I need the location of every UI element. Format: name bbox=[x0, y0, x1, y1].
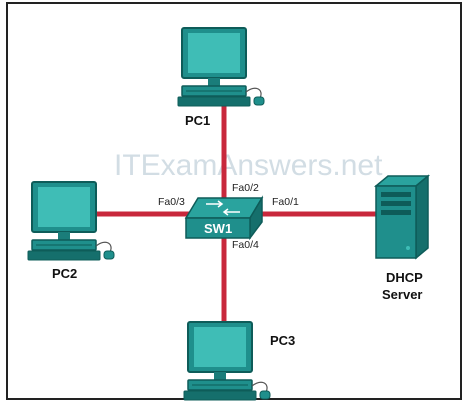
sw1-switch[interactable] bbox=[184, 195, 264, 241]
port-label-fa01: Fa0/1 bbox=[272, 196, 299, 208]
port-label-fa02: Fa0/2 bbox=[232, 182, 259, 194]
port-label-fa04: Fa0/4 bbox=[232, 239, 259, 251]
switch-icon bbox=[184, 195, 264, 241]
server-label-line1: DHCP bbox=[386, 270, 423, 285]
pc1-label: PC1 bbox=[185, 113, 210, 128]
dhcp-server-device[interactable] bbox=[373, 174, 431, 260]
watermark: ITExamAnswers.net bbox=[114, 149, 383, 182]
port-label-fa03: Fa0/3 bbox=[158, 196, 185, 208]
switch-label: SW1 bbox=[204, 221, 232, 236]
server-icon bbox=[373, 174, 431, 260]
pc2-label: PC2 bbox=[52, 266, 77, 281]
server-label-line2: Server bbox=[382, 287, 422, 302]
pc3-label: PC3 bbox=[270, 333, 295, 348]
